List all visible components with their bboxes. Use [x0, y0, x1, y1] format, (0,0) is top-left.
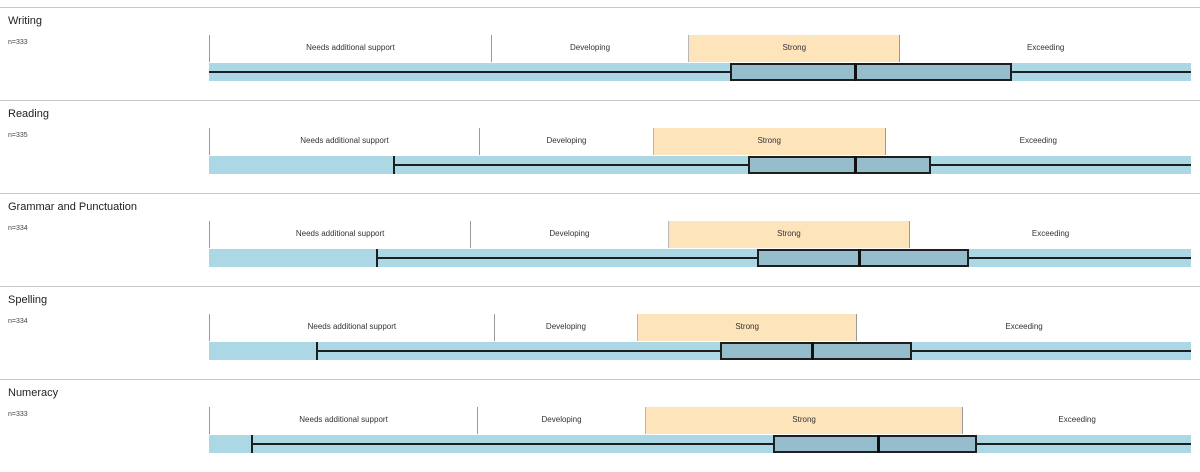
band-label: Exceeding	[1019, 136, 1057, 145]
band-strong: Strong	[645, 407, 963, 434]
band-label: Developing	[546, 136, 587, 145]
band-strong: Strong	[688, 35, 900, 62]
median-marker	[877, 435, 881, 453]
band-developing: Developing	[479, 128, 653, 155]
whisker-line	[209, 71, 1191, 73]
band-label: Developing	[541, 415, 582, 424]
sample-size-label: n=335	[8, 132, 28, 139]
band-label: Exceeding	[1026, 43, 1065, 52]
band-label: Needs additional support	[300, 136, 389, 145]
band-needs-additional-support: Needs additional support	[209, 314, 494, 341]
panel-title: Numeracy	[8, 387, 59, 399]
band-label: Exceeding	[1031, 229, 1070, 238]
panel-title: Writing	[8, 15, 43, 27]
score-track	[209, 63, 1191, 81]
band-label: Needs additional support	[299, 415, 388, 424]
band-developing: Developing	[493, 314, 637, 341]
score-track	[209, 249, 1191, 267]
band-label: Strong	[782, 43, 807, 52]
interquartile-box	[748, 156, 931, 174]
sample-size-label: n=334	[8, 225, 28, 232]
interquartile-box	[756, 249, 970, 267]
median-marker	[853, 156, 857, 174]
band-label: Developing	[545, 322, 586, 331]
whisker-low-cap	[392, 156, 395, 174]
band-label: Exceeding	[1005, 322, 1043, 331]
interquartile-box	[719, 342, 913, 360]
band-strong: Strong	[667, 221, 910, 248]
score-track	[209, 342, 1191, 360]
band-label: Strong	[792, 415, 816, 424]
panel-title: Grammar and Punctuation	[8, 201, 138, 213]
band-developing: Developing	[477, 407, 645, 434]
band-label: Strong	[757, 136, 782, 145]
band-label: Strong	[777, 229, 801, 238]
band-strong: Strong	[637, 314, 857, 341]
band-exceeding: Exceeding	[856, 314, 1191, 341]
band-exceeding: Exceeding	[909, 221, 1191, 248]
panel-title: Reading	[8, 108, 49, 120]
whisker-low-cap	[316, 342, 319, 360]
band-label: Needs additional support	[307, 322, 397, 331]
band-label: Developing	[570, 43, 611, 52]
score-track	[209, 156, 1191, 174]
band-label: Strong	[735, 322, 759, 331]
band-label: Needs additional support	[306, 43, 395, 52]
band-needs-additional-support: Needs additional support	[209, 35, 491, 62]
whisker-low-cap	[251, 435, 254, 453]
median-marker	[811, 342, 815, 360]
interquartile-box	[772, 435, 977, 453]
median-marker	[853, 63, 857, 81]
band-exceeding: Exceeding	[884, 128, 1191, 155]
whisker-line	[252, 443, 1191, 445]
band-needs-additional-support: Needs additional support	[209, 221, 470, 248]
band-developing: Developing	[490, 35, 688, 62]
band-developing: Developing	[470, 221, 667, 248]
median-marker	[857, 249, 861, 267]
band-exceeding: Exceeding	[962, 407, 1191, 434]
band-exceeding: Exceeding	[899, 35, 1191, 62]
interquartile-box	[730, 63, 1013, 81]
sample-size-label: n=333	[8, 411, 28, 418]
band-strong: Strong	[652, 128, 885, 155]
panel-title: Spelling	[8, 294, 48, 306]
score-track	[209, 435, 1191, 453]
whisker-low-cap	[375, 249, 378, 267]
band-needs-additional-support: Needs additional support	[209, 407, 477, 434]
band-label: Needs additional support	[295, 229, 385, 238]
band-needs-additional-support: Needs additional support	[209, 128, 479, 155]
band-label: Exceeding	[1058, 415, 1096, 424]
band-label: Developing	[549, 229, 590, 238]
sample-size-label: n=334	[8, 318, 28, 325]
sample-size-label: n=333	[8, 39, 28, 46]
